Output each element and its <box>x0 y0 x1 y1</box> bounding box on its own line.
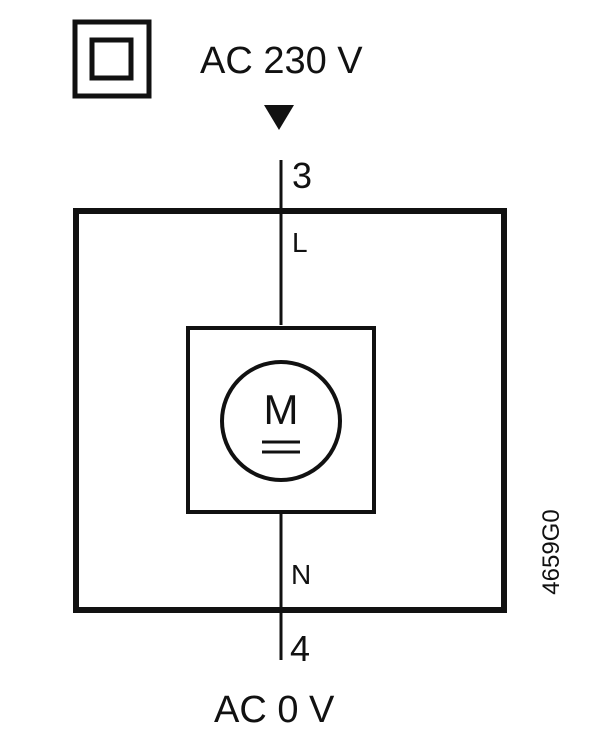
terminal-4-label: 4 <box>290 628 310 669</box>
device-enclosure <box>73 208 507 613</box>
motor-circle <box>220 360 342 482</box>
neutral-label: N <box>291 559 311 590</box>
double-line-icon <box>262 440 300 454</box>
drawing-code: 4659G0 <box>538 509 565 594</box>
motor-box <box>186 326 376 514</box>
terminal-3-label: 3 <box>292 155 312 196</box>
line-label: L <box>292 227 308 258</box>
neutral-voltage-label: AC 0 V <box>214 689 335 731</box>
supply-voltage-label: AC 230 V <box>200 40 363 82</box>
double-insulation-icon <box>72 19 152 99</box>
arrow-down-icon <box>264 105 294 130</box>
motor-symbol: M <box>264 386 299 433</box>
